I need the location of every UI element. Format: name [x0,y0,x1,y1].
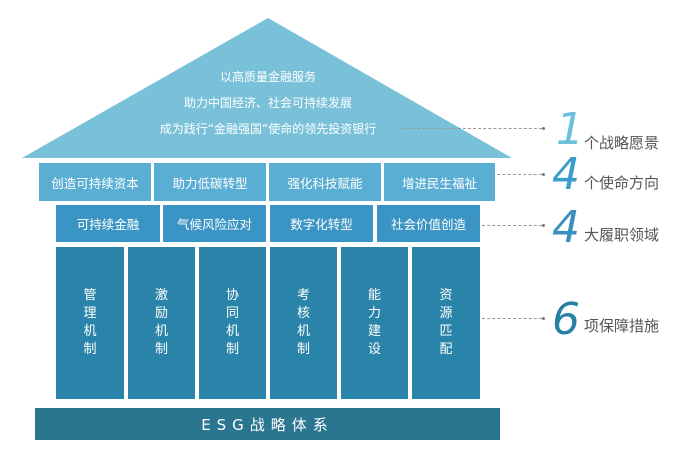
pillar-char: 核 [296,306,310,321]
pillar: 资源匹配 [412,247,480,399]
vision-line-3: 成为践行“金融强国”使命的领先投资银行 [159,122,377,136]
pillar-char: 同 [225,306,239,321]
mission-box: 助力低碳转型 [154,163,266,201]
pillar-char: 设 [367,342,381,357]
legend-label: 大履职领域 [584,226,660,244]
legend-label: 个使命方向 [584,174,660,192]
legend-label: 个战略愿景 [584,134,660,152]
connector-line [482,225,542,226]
area-box: 社会价值创造 [377,205,480,242]
pillar-char: 理 [83,306,97,321]
mission-box: 增进民生福祉 [384,163,495,201]
connector-dot [542,317,545,320]
pillar-char: 制 [83,342,97,357]
vision-line-1: 以高质量金融服务 [219,70,316,84]
pillar-char: 配 [439,342,453,357]
pillar: 能力建设 [341,247,408,399]
area-box: 数字化转型 [270,205,373,242]
mission-box: 强化科技赋能 [269,163,381,201]
pillar: 协同机制 [199,247,266,399]
pillar-char: 匹 [439,324,453,339]
pillar-char: 考 [296,288,310,303]
legend-number: 1 [556,104,584,155]
connector-line [482,318,542,319]
legend-number: 6 [552,294,580,345]
pillar-char: 建 [367,324,381,339]
pillar-char: 制 [154,342,168,357]
pillar: 考核机制 [270,247,337,399]
pillar-char: 协 [225,288,239,303]
pillar-char: 能 [367,288,381,303]
pillar: 激励机制 [128,247,195,399]
pillar-char: 机 [296,324,310,339]
pillar-char: 力 [367,306,381,321]
pillar-char: 机 [154,324,168,339]
pillar-char: 制 [225,342,239,357]
pillar: 管理机制 [56,247,124,399]
pillar-char: 励 [154,306,168,321]
pillar-char: 源 [439,306,453,321]
mission-box: 创造可持续资本 [39,163,151,201]
connector-dot [542,127,545,130]
connector-dot [542,173,545,176]
connector-line [497,174,542,175]
legend-label: 项保障措施 [584,317,660,335]
connector-line [402,128,542,129]
pillar-char: 管 [83,288,97,303]
area-box: 气候风险应对 [163,205,266,242]
base-bar: ESG战略体系 [35,408,500,440]
legend-number: 4 [552,149,580,200]
pillar-char: 机 [83,324,97,339]
connector-dot [542,224,545,227]
vision-line-2: 助力中国经济、社会可持续发展 [183,96,352,110]
pillar-char: 资 [439,288,453,303]
area-box: 可持续金融 [56,205,160,242]
pillar-char: 机 [225,324,239,339]
legend-number: 4 [552,202,580,253]
pillar-char: 激 [154,288,168,303]
pillar-char: 制 [296,342,310,357]
